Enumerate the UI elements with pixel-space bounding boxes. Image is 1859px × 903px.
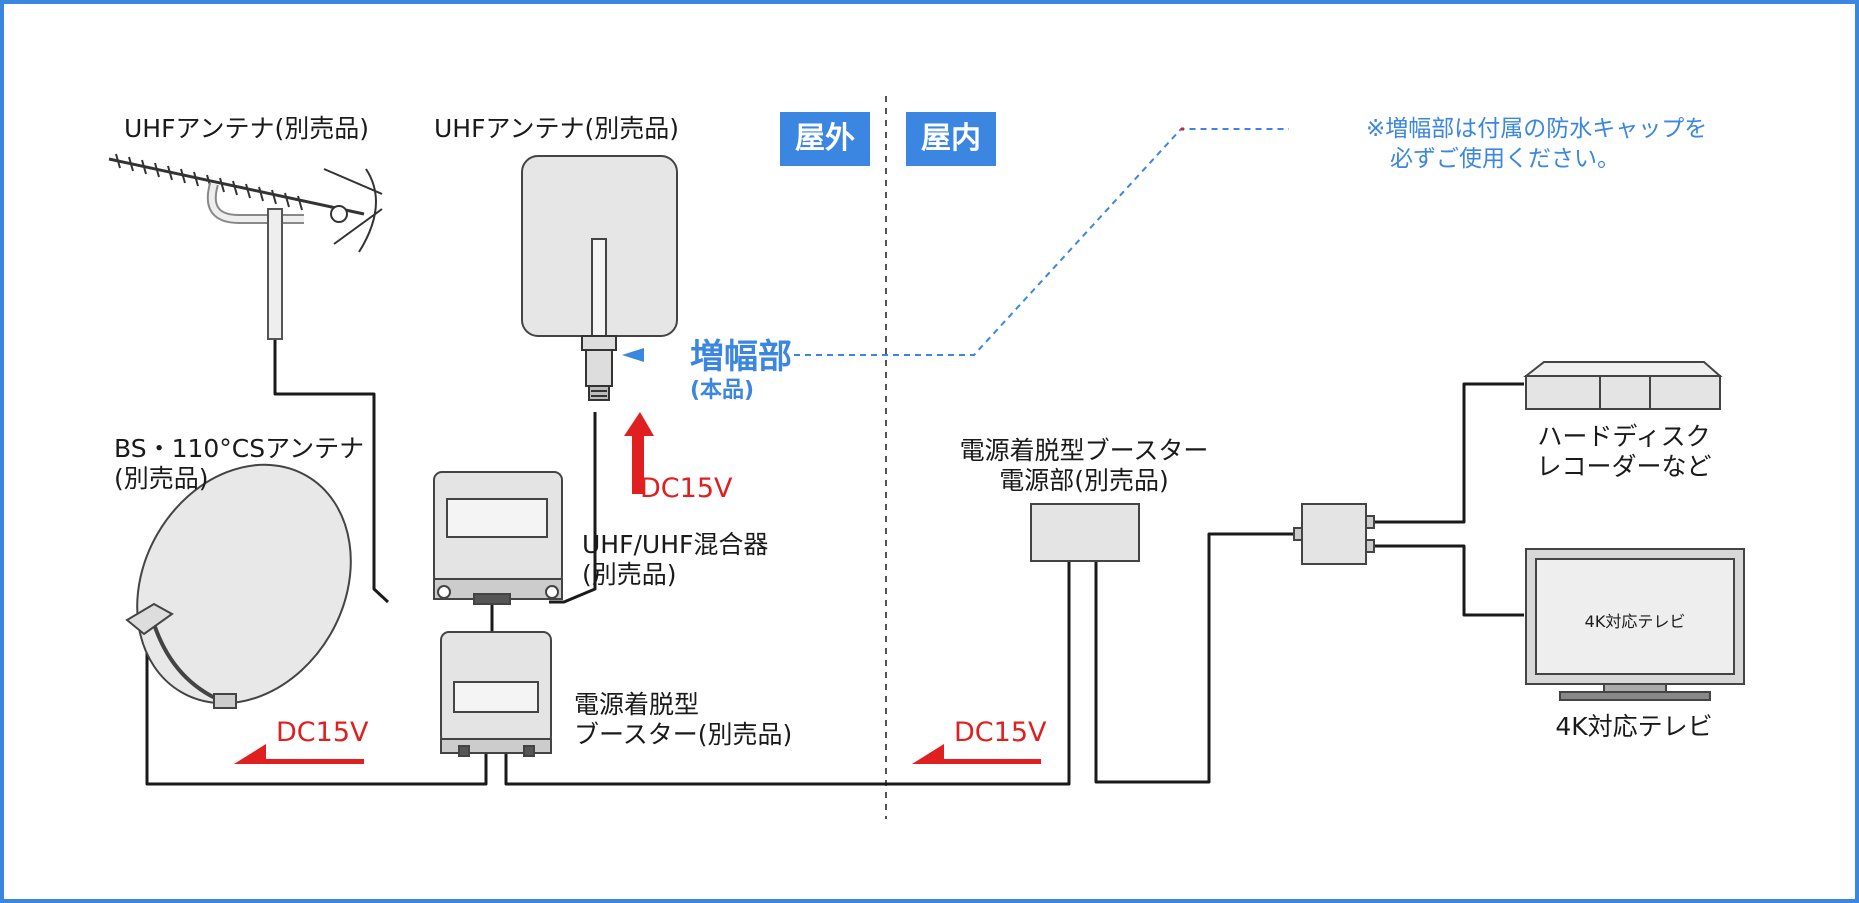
booster-line1: 電源着脱型 [574,690,700,719]
label-amplifier: 増幅部 (本品) [690,338,792,406]
label-uhf-antenna-left: UHFアンテナ(別売品) [124,114,369,143]
amplifier-unit [581,335,617,401]
bs-cs-line1: BS・110°CSアンテナ [114,434,365,463]
label-tv: 4K対応テレビ [1555,712,1713,741]
cable-uhf1-mixer [273,340,390,604]
mixer-line1: UHF/UHF混合器 [582,530,769,559]
label-booster: 電源着脱型 ブースター(別売品) [574,690,792,750]
power-unit-device [1030,503,1140,562]
amp-sub: (本品) [690,378,755,403]
label-note: ※増幅部は付属の防水キャップを 必ずご使用ください。 [1366,114,1707,174]
label-bs-cs-antenna: BS・110°CSアンテナ (別売品) [114,434,364,494]
hdd-line1: ハードディスク [1537,422,1711,451]
connection-diagram [108,96,1745,819]
booster-line2: ブースター(別売品) [574,720,793,749]
note-line2: 必ずご使用ください。 [1390,146,1620,172]
cable-splitter-hdd [1366,382,1524,524]
zone-outdoor: 屋外 [780,112,870,166]
dc-arrow-up [632,432,644,494]
cable-booster-power [504,561,1071,786]
label-mixer: UHF/UHF混合器 (別売品) [582,530,768,590]
label-dc-vertical: DC15V [640,473,733,504]
hdd-recorder-device [1523,361,1723,410]
note-line1: ※増幅部は付属の防水キャップを [1366,116,1708,142]
mixer-line2: (別売品) [582,560,677,589]
zone-indoor: 屋内 [906,112,996,166]
cables [145,340,1524,786]
power-unit-line1: 電源着脱型ブースター [959,436,1209,465]
cable-bs-booster [145,634,488,786]
cable-splitter-tv [1366,544,1524,617]
amp-title: 増幅部 [690,337,792,377]
uhf-flat-antenna [521,155,678,340]
splitter-device [1293,503,1375,565]
uhf-mixer-device [433,471,563,605]
bs-cs-dish [125,463,352,709]
tv-screen-text: 4K対応テレビ [1584,612,1686,631]
dc-arrow-left-indoor [939,759,1041,764]
label-uhf-antenna-right: UHFアンテナ(別売品) [434,114,679,143]
hdd-line2: レコーダーなど [1536,452,1712,481]
cable-power-splitter [1094,532,1302,784]
booster-device [440,631,552,757]
dc-arrow-left-outdoor [259,759,364,764]
uhf-yagi-antenna [108,153,383,340]
cable-uhf2-mixer [549,412,597,604]
power-unit-line2: 電源部(別売品) [999,466,1169,495]
dc-arrows [234,412,1041,764]
label-dc-left: DC15V [276,717,369,748]
amp-callout-arrowhead [622,348,644,362]
tv-device [1525,548,1745,701]
label-dc-right: DC15V [954,717,1047,748]
label-hdd: ハードディスク レコーダーなど [1514,422,1734,482]
bs-cs-line2: (別売品) [114,464,209,493]
amp-callout-line [794,128,1289,356]
label-power-unit: 電源着脱型ブースター 電源部(別売品) [954,436,1214,496]
